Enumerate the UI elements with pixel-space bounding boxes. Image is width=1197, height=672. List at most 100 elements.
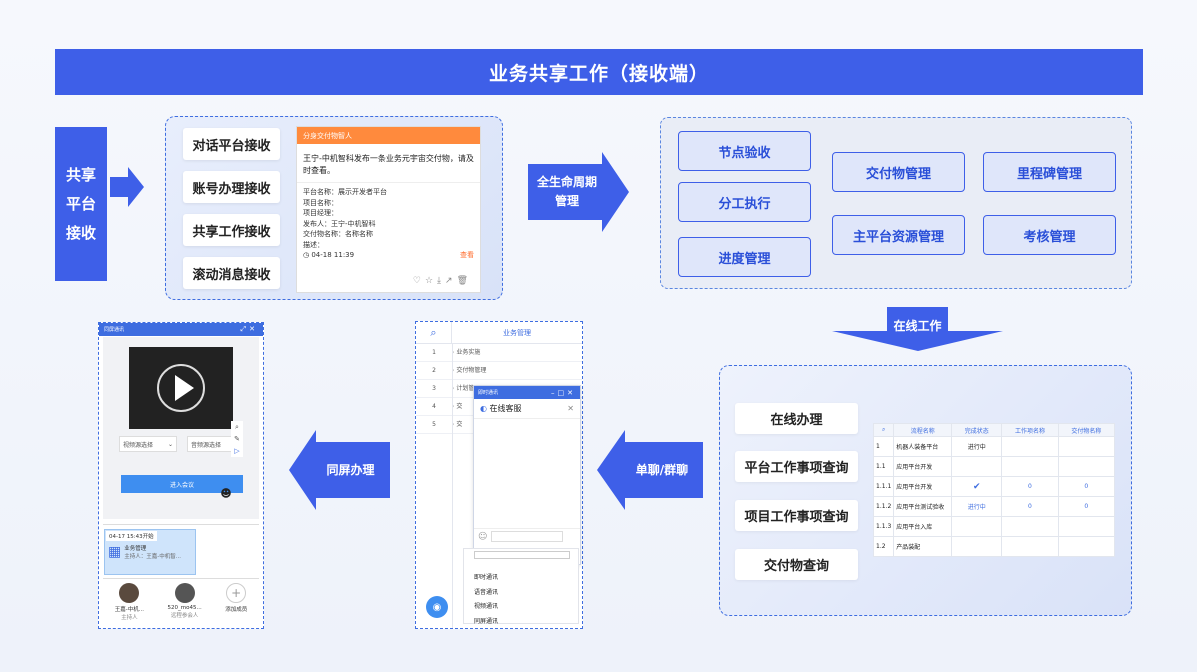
audio-select-label: 音频源选择 xyxy=(191,441,222,449)
robot-icon[interactable]: ☻ xyxy=(220,487,232,500)
table-row[interactable]: 1.1 应用平台开发 xyxy=(872,456,1116,477)
row-work xyxy=(1001,436,1059,457)
share-icon[interactable]: ↗ xyxy=(445,276,457,286)
receive-panel: 对话平台接收 账号办理接收 共享工作接收 滚动消息接收 分身交付物智人 王宁-中… xyxy=(165,116,503,300)
close-icon[interactable]: ✕ xyxy=(567,404,574,413)
arrow-left-icon xyxy=(289,430,390,510)
row-status xyxy=(951,456,1003,477)
search-icon[interactable]: ⌕ xyxy=(416,322,452,343)
maximize-icon[interactable]: □ xyxy=(557,388,568,397)
receive-item[interactable]: 账号办理接收 xyxy=(183,171,280,203)
play-icon[interactable] xyxy=(156,363,206,413)
download-icon[interactable]: ⤓ xyxy=(437,276,446,286)
row-name: 应用平台测试验收 xyxy=(893,496,953,517)
search-icon[interactable]: ⌕ xyxy=(872,423,895,437)
lifecycle-item[interactable]: 节点验收 xyxy=(678,131,811,171)
meeting-host: 主持人：王嘉-中机智... xyxy=(124,554,181,560)
video-preview[interactable] xyxy=(129,347,233,429)
minimize-icon[interactable]: – xyxy=(551,388,558,397)
message-field: 项目名称： xyxy=(303,198,338,207)
emoji-icon[interactable]: ☺ xyxy=(478,531,488,542)
chat-bot-icon[interactable]: ◉ xyxy=(426,596,448,618)
menu-item[interactable]: 视频通讯 xyxy=(474,603,499,610)
list-item[interactable]: 2› 交付物管理 xyxy=(416,362,582,380)
screen-icon[interactable]: ▷ xyxy=(234,447,240,455)
chevron-right-icon: › xyxy=(452,349,455,356)
delete-icon[interactable]: 🗑 xyxy=(456,276,472,286)
table-row[interactable]: 1.1.1 应用平台开发 ✔ 0 0 xyxy=(872,476,1116,497)
close-icon[interactable]: ✕ xyxy=(567,388,576,397)
row-status: 进行中 xyxy=(951,496,1003,517)
lifecycle-item[interactable]: 分工执行 xyxy=(678,182,811,222)
clock-icon: ◷ xyxy=(303,251,310,259)
row-work xyxy=(1001,456,1059,477)
meeting-card[interactable]: 04-17 15:43开始 ▦ 业务管理主持人：王嘉-中机智... xyxy=(104,529,196,575)
row-title: 交 xyxy=(456,403,463,410)
screen-arrow: 同屏办理 xyxy=(289,430,390,510)
member-list: 王嘉-中机... 主持人 520_mo45...远程参会人 +添加成员 xyxy=(103,583,259,627)
row-number: 2 xyxy=(432,367,436,374)
row-title: 交付物管理 xyxy=(456,367,487,374)
add-member-button[interactable]: +添加成员 xyxy=(225,583,247,627)
close-icon[interactable]: ✕ xyxy=(249,325,258,333)
chevron-right-icon: › xyxy=(452,403,455,410)
row-id: 1.2 xyxy=(872,536,895,557)
table-row[interactable]: 1 机器人装备平台 进行中 xyxy=(872,436,1116,457)
menu-item[interactable]: 同屏通讯 xyxy=(474,617,499,625)
message-input[interactable] xyxy=(491,531,564,542)
video-source-select[interactable]: 视频源选择⌄ xyxy=(119,436,177,452)
column-header: 完成状态 xyxy=(951,423,1003,437)
online-item[interactable]: 交付物查询 xyxy=(735,549,858,580)
like-icon[interactable]: ♡ xyxy=(412,276,425,286)
receive-item[interactable]: 滚动消息接收 xyxy=(183,257,280,289)
row-status: 进行中 xyxy=(951,436,1003,457)
row-number: 4 xyxy=(432,403,436,410)
row-number: 3 xyxy=(432,385,436,392)
pen-icon[interactable]: ✎ xyxy=(234,435,240,443)
message-field: 描述： xyxy=(303,240,324,249)
member-name: 王嘉-中机... xyxy=(114,607,144,613)
table-row[interactable]: 1.1.3 应用平台入库 xyxy=(872,516,1116,537)
lifecycle-item[interactable]: 考核管理 xyxy=(983,215,1116,255)
list-item[interactable]: 1› 业务实施 xyxy=(416,344,582,362)
lifecycle-item[interactable]: 进度管理 xyxy=(678,237,811,277)
message-card-header: 分身交付物智人 xyxy=(297,127,480,144)
menu-item[interactable]: 语音通讯 xyxy=(474,588,499,596)
row-title: 计划管理 xyxy=(456,385,481,392)
receive-item[interactable]: 共享工作接收 xyxy=(183,214,280,246)
message-time: 04-18 11:39 xyxy=(311,251,355,259)
row-id: 1.1.2 xyxy=(872,496,895,517)
lifecycle-item[interactable]: 交付物管理 xyxy=(832,152,965,192)
member[interactable]: 520_mo45...远程参会人 xyxy=(167,583,202,627)
online-work-arrow: 在线工作 xyxy=(832,307,1003,351)
menu-item[interactable]: 即时通讯 xyxy=(474,574,499,581)
row-deliv xyxy=(1057,456,1116,477)
side-tools: ⌕ ✎ ▷ xyxy=(231,421,243,457)
member[interactable]: 王嘉-中机... 主持人 xyxy=(115,583,144,627)
column-header: 交付物名称 xyxy=(1057,423,1116,437)
star-icon[interactable]: ☆ xyxy=(424,276,438,286)
lifecycle-item[interactable]: 里程碑管理 xyxy=(983,152,1116,192)
row-id: 1.1.1 xyxy=(872,476,895,497)
view-link[interactable]: 查看 xyxy=(460,251,474,259)
chevron-right-icon: › xyxy=(452,385,455,392)
table-row[interactable]: 1.2 产品装配 xyxy=(872,536,1116,557)
screen-panel: 同屏通讯 ⤢✕ 视频源选择⌄ 音频源选择 进入会议 ⌕✎▷ ☻ 04-17 15… xyxy=(98,322,264,629)
column-header: 工作项名称 xyxy=(1001,423,1059,437)
lifecycle-arrow: 全生命周期 管理 xyxy=(528,152,629,232)
online-item[interactable]: 平台工作事项查询 xyxy=(735,451,858,482)
online-item[interactable]: 项目工作事项查询 xyxy=(735,500,858,531)
table-row[interactable]: 1.1.2 应用平台测试验收 进行中 0 0 xyxy=(872,496,1116,517)
search-icon[interactable]: ⌕ xyxy=(235,423,239,431)
menu-input[interactable] xyxy=(474,551,570,559)
online-item[interactable]: 在线办理 xyxy=(735,403,858,434)
receive-item[interactable]: 对话平台接收 xyxy=(183,128,280,160)
building-icon: ▦ xyxy=(108,544,122,560)
expand-icon[interactable]: ⤢ xyxy=(240,325,250,333)
row-name: 应用平台开发 xyxy=(893,476,953,497)
member-role: 主持人 xyxy=(121,615,138,621)
row-deliv: 0 xyxy=(1057,496,1116,517)
join-meeting-button[interactable]: 进入会议 xyxy=(121,475,243,493)
lifecycle-item[interactable]: 主平台资源管理 xyxy=(832,215,965,255)
lifecycle-label: 管理 xyxy=(554,194,579,208)
